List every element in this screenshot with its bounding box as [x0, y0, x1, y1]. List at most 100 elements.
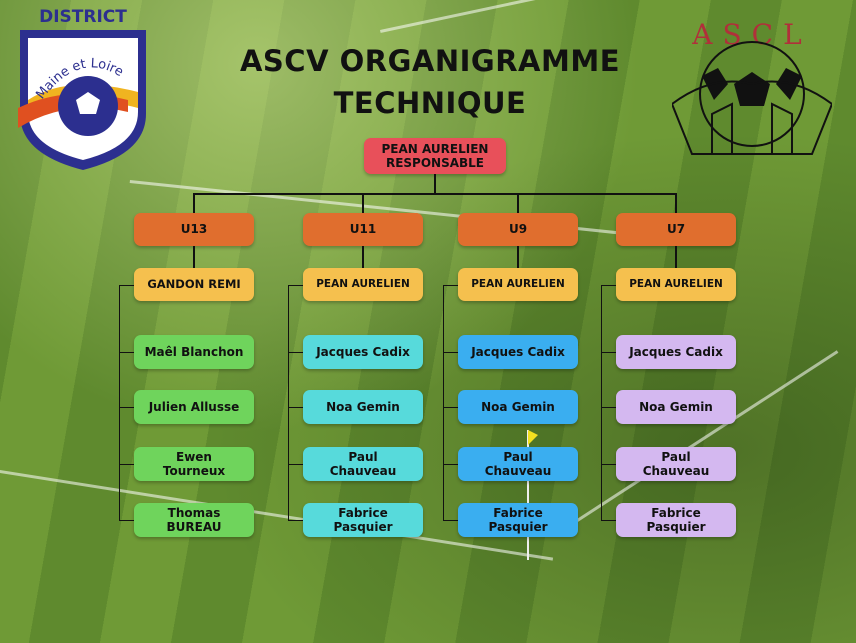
- connector-line: [362, 246, 364, 268]
- chart-title: ASCV ORGANIGRAMME TECHNIQUE: [220, 40, 640, 124]
- connector-line: [443, 464, 458, 465]
- player-name: Noa Gemin: [481, 400, 555, 414]
- player-name-line: Jacques Cadix: [629, 344, 723, 359]
- player-name-line: Chauveau: [484, 464, 552, 478]
- connector-line: [675, 246, 677, 268]
- connector-line: [443, 407, 458, 408]
- root-name: PEAN AURELIEN: [381, 141, 489, 156]
- club-logo: ASCL: [672, 18, 832, 155]
- connector-line: [193, 193, 195, 213]
- connector-line: [601, 464, 616, 465]
- player-node: Jacques Cadix: [458, 335, 578, 369]
- coach-node: PEAN AURELIEN: [303, 268, 423, 301]
- connector-line: [119, 284, 134, 286]
- title-line: ASCV ORGANIGRAMME: [239, 44, 621, 78]
- player-name-line: Noa Gemin: [639, 399, 713, 414]
- title-line: TECHNIQUE: [333, 86, 527, 120]
- connector-line: [288, 284, 303, 286]
- connector-line: [288, 284, 289, 521]
- connector-line: [288, 520, 303, 521]
- connector-line: [601, 284, 616, 286]
- connector-line: [601, 352, 616, 353]
- player-name: Noa Gemin: [326, 400, 400, 414]
- connector-line: [443, 284, 444, 521]
- player-node: Jacques Cadix: [616, 335, 736, 369]
- corner-flag: [527, 430, 538, 560]
- category-node: U7: [616, 213, 736, 246]
- connector-line: [675, 193, 677, 213]
- player-node: Noa Gemin: [458, 390, 578, 424]
- player-name-line: Jacques Cadix: [316, 344, 410, 359]
- player-node: Julien Allusse: [134, 390, 254, 424]
- player-name-line: Fabrice: [493, 505, 543, 520]
- root-node: PEAN AURELIEN RESPONSABLE: [364, 138, 506, 174]
- connector-line: [194, 193, 677, 195]
- player-name: Julien Allusse: [149, 400, 240, 414]
- connector-line: [193, 246, 195, 268]
- connector-line: [443, 352, 458, 353]
- player-node: Maêl Blanchon: [134, 335, 254, 369]
- connector-line: [434, 174, 436, 194]
- player-node: Noa Gemin: [616, 390, 736, 424]
- player-name-line: Paul: [348, 449, 378, 464]
- player-name: Jacques Cadix: [471, 345, 565, 359]
- player-name: Jacques Cadix: [316, 345, 410, 359]
- player-name-line: Maêl Blanchon: [144, 344, 244, 359]
- club-logo-text: ASCL: [691, 18, 811, 51]
- connector-line: [601, 520, 616, 521]
- player-name-line: Thomas: [167, 505, 221, 520]
- connector-line: [362, 193, 364, 213]
- player-name-line: Julien Allusse: [148, 399, 240, 414]
- connector-line: [288, 464, 303, 465]
- player-name-line: Pasquier: [333, 520, 393, 534]
- player-name: Noa Gemin: [639, 400, 713, 414]
- connector-line: [119, 352, 134, 353]
- category-node: U11: [303, 213, 423, 246]
- connector-line: [443, 284, 458, 286]
- player-name-line: Chauveau: [329, 464, 397, 478]
- player-name-line: Fabrice: [338, 505, 388, 520]
- player-name-line: Ewen: [176, 449, 212, 464]
- player-name-line: Fabrice: [651, 505, 701, 520]
- connector-line: [288, 407, 303, 408]
- root-role: RESPONSABLE: [385, 156, 485, 170]
- player-name-line: Tourneux: [162, 464, 226, 478]
- connector-line: [119, 520, 134, 521]
- connector-line: [443, 520, 458, 521]
- connector-line: [288, 352, 303, 353]
- category-node: U9: [458, 213, 578, 246]
- coach-node: PEAN AURELIEN: [458, 268, 578, 301]
- connector-line: [119, 407, 134, 408]
- coach-node: GANDON REMI: [134, 268, 254, 301]
- player-node: Jacques Cadix: [303, 335, 423, 369]
- connector-line: [601, 407, 616, 408]
- district-logo-title: DISTRICT: [39, 7, 127, 27]
- category-node: U13: [134, 213, 254, 246]
- player-name: Jacques Cadix: [629, 345, 723, 359]
- player-node: Noa Gemin: [303, 390, 423, 424]
- connector-line: [119, 284, 120, 521]
- pitch-line: [380, 0, 616, 33]
- player-name-line: Noa Gemin: [481, 399, 555, 414]
- player-name-line: Chauveau: [642, 464, 710, 478]
- player-name-line: BUREAU: [166, 520, 222, 534]
- player-name-line: Pasquier: [488, 520, 548, 534]
- player-name-line: Pasquier: [646, 520, 706, 534]
- district-logo: DISTRICT Maine et Loire: [18, 7, 146, 170]
- connector-line: [517, 193, 519, 213]
- player-name-line: Noa Gemin: [326, 399, 400, 414]
